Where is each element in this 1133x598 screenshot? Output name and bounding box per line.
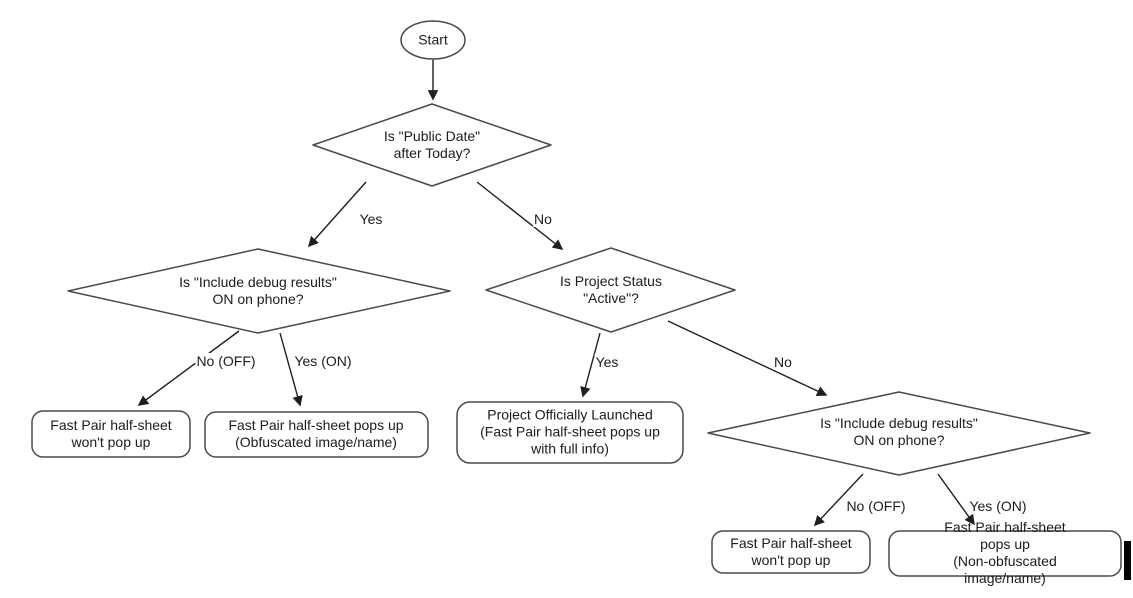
edge-status-no <box>667 320 828 396</box>
edge-label-debug-right-no: No (OFF) <box>845 498 907 514</box>
decision-debug-left-label: Is "Include debug results" ON on phone? <box>179 273 337 307</box>
start-terminator-shape <box>400 20 466 60</box>
edge-label-debug-left-yes: Yes (ON) <box>293 353 353 369</box>
edge-label-status-no: No <box>773 354 793 370</box>
result-no-popup-left-shape <box>31 410 191 458</box>
edge-label-status-yes: Yes <box>594 354 620 370</box>
decision-public-date-label: Is "Public Date" after Today? <box>383 127 481 161</box>
decision-status-shape <box>485 247 736 333</box>
result-no-popup-right-shape <box>711 530 871 574</box>
edge-label-public-yes: Yes <box>358 211 384 227</box>
edge-label-debug-right-yes: Yes (ON) <box>968 498 1028 514</box>
edge-label-public-no: No <box>533 211 553 227</box>
decision-public-date-shape <box>312 103 552 187</box>
decision-debug-right-label: Is "Include debug results" ON on phone? <box>820 414 978 448</box>
decision-debug-right-shape <box>707 391 1091 476</box>
edge-debug-left-yes-on <box>279 332 303 407</box>
result-launched-shape <box>456 401 684 464</box>
edge-public-date-yes <box>307 181 367 248</box>
result-launched-label: Project Officially Launched (Fast Pair h… <box>480 406 660 457</box>
result-obfuscated-shape <box>204 411 429 458</box>
start-label: Start <box>418 31 448 48</box>
decision-debug-left-shape <box>67 248 451 334</box>
result-no-popup-left-label: Fast Pair half-sheet won't pop up <box>50 416 172 450</box>
edge-debug-left-no-off <box>137 330 240 406</box>
text-cursor-artifact <box>1124 541 1131 580</box>
edge-status-yes <box>580 332 601 398</box>
result-non-obfuscated-shape <box>888 530 1122 577</box>
edge-debug-right-no-off <box>813 473 864 527</box>
result-obfuscated-label: Fast Pair half-sheet pops up (Obfuscated… <box>228 416 404 450</box>
edge-debug-right-yes-on <box>937 473 975 526</box>
decision-status-label: Is Project Status "Active"? <box>560 272 662 306</box>
result-non-obfuscated-label: Fast Pair half-sheet pops up (Non-obfusc… <box>944 518 1066 587</box>
edge-public-date-no <box>476 181 564 250</box>
edge-label-debug-left-no: No (OFF) <box>195 353 257 369</box>
result-no-popup-right-label: Fast Pair half-sheet won't pop up <box>730 534 852 568</box>
